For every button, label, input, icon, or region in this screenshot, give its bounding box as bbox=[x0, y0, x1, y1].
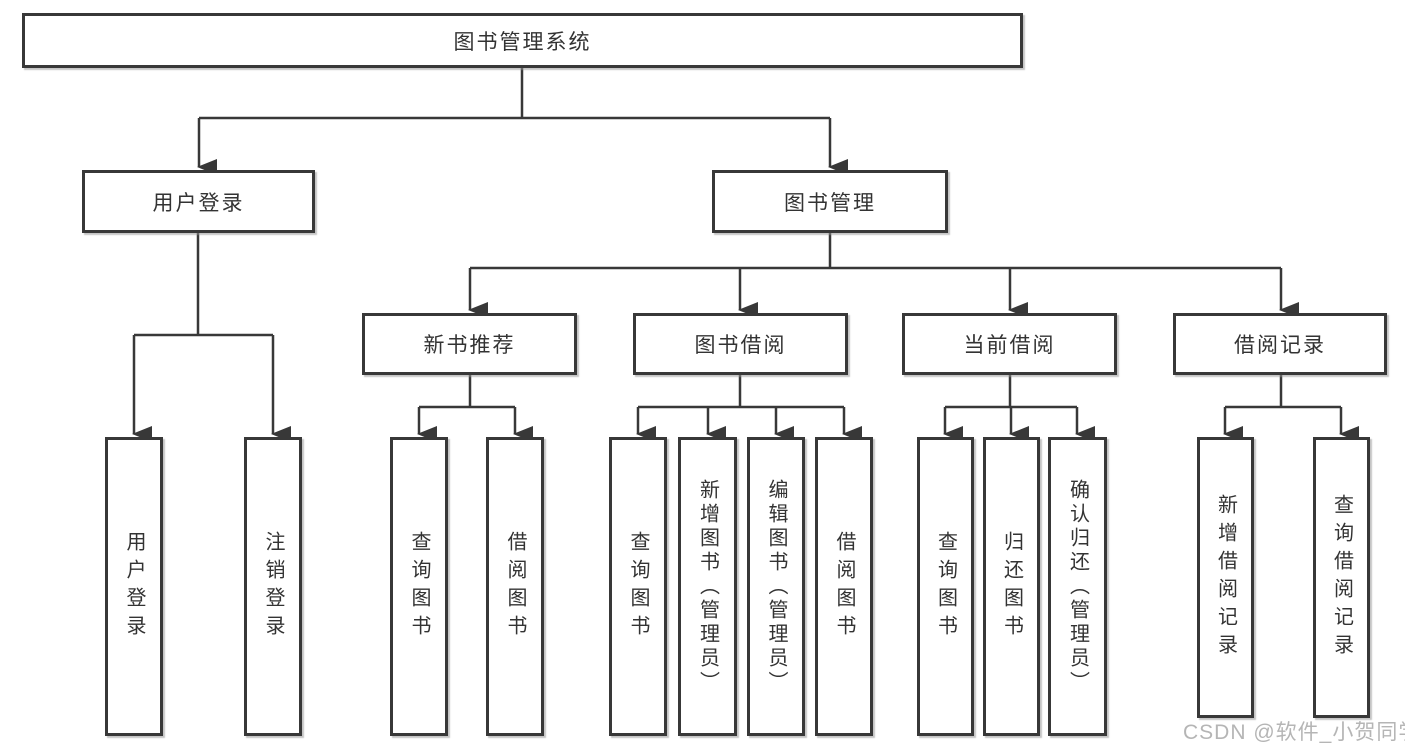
connector-new-book-recommend-trunk bbox=[419, 375, 515, 409]
leaf-add-book-admin: 新增图书（管理员） bbox=[678, 437, 737, 736]
node-new-book-recommend: 新书推荐 bbox=[362, 313, 577, 375]
csdn-watermark: CSDN @软件_小贺同学 bbox=[1183, 721, 1405, 744]
leaf-borrow-books-1: 借阅图书 bbox=[486, 437, 544, 736]
leaf-confirm-return-admin: 确认归还（管理员） bbox=[1048, 437, 1107, 736]
leaf-edit-book-admin: 编辑图书（管理员） bbox=[747, 437, 805, 736]
leaf-borrow-books-2: 借阅图书 bbox=[815, 437, 873, 736]
connector-current-borrow-trunk bbox=[945, 375, 1077, 409]
leaf-user-login: 用户登录 bbox=[105, 437, 163, 736]
node-root: 图书管理系统 bbox=[22, 13, 1023, 68]
node-current-borrow: 当前借阅 bbox=[902, 313, 1117, 375]
node-book-borrow: 图书借阅 bbox=[633, 313, 848, 375]
connector-book-borrow-trunk bbox=[638, 375, 844, 409]
node-borrow-records: 借阅记录 bbox=[1173, 313, 1387, 375]
leaf-query-books-3: 查询图书 bbox=[917, 437, 974, 736]
connector-user-login-trunk bbox=[134, 233, 273, 337]
leaf-query-books-1: 查询图书 bbox=[390, 437, 448, 736]
node-book-management: 图书管理 bbox=[712, 170, 948, 233]
leaf-query-books-2: 查询图书 bbox=[609, 437, 667, 736]
connector-borrow-records-trunk bbox=[1225, 375, 1341, 409]
leaf-return-books: 归还图书 bbox=[983, 437, 1040, 736]
connector-root-trunk bbox=[199, 68, 830, 120]
leaf-query-borrow-record: 查询借阅记录 bbox=[1313, 437, 1370, 718]
leaf-logout: 注销登录 bbox=[244, 437, 302, 736]
connector-book-management-trunk bbox=[470, 233, 1281, 270]
leaf-add-borrow-record: 新增借阅记录 bbox=[1197, 437, 1254, 718]
node-user-login: 用户登录 bbox=[82, 170, 315, 233]
